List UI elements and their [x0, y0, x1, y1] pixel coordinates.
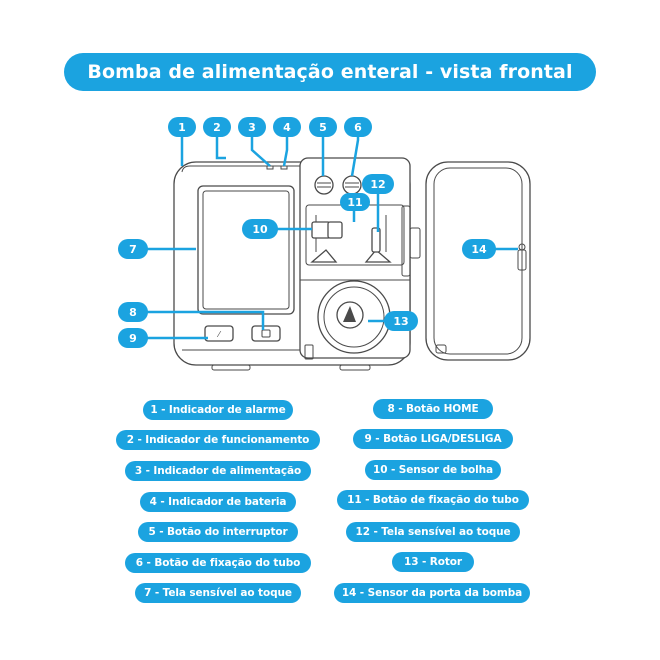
callout-5: 5	[309, 117, 337, 137]
callout-8: 8	[118, 302, 148, 322]
door-sensor	[518, 243, 526, 251]
callout-3: 3	[238, 117, 266, 137]
callout-4: 4	[273, 117, 301, 137]
pump-device-illustration: ⁄	[173, 157, 531, 371]
callout-2: 2	[203, 117, 231, 137]
svg-text:10: 10	[252, 223, 268, 236]
legend-item-1: 1 - Indicador de alarme	[143, 400, 293, 420]
legend-item-9: 9 - Botão LIGA/DESLIGA	[353, 429, 513, 449]
switch-knob	[314, 175, 334, 195]
svg-text:5: 5	[319, 121, 327, 134]
diagram-title: Bomba de alimentação enteral - vista fro…	[64, 53, 596, 91]
pump-diagram: ⁄	[118, 117, 531, 371]
callout-11: 11	[340, 193, 370, 211]
tube-lock-knob	[342, 175, 362, 195]
svg-text:⁄: ⁄	[216, 330, 221, 339]
bubble-sensor	[311, 221, 331, 239]
legend-item-5: 5 - Botão do interruptor	[138, 522, 298, 542]
legend-item-11: 11 - Botão de fixação do tubo	[337, 490, 529, 510]
power-button	[204, 325, 234, 342]
home-button	[251, 325, 281, 342]
legend-item-6: 6 - Botão de fixação do tubo	[125, 553, 311, 573]
svg-text:9: 9	[129, 332, 137, 345]
legend-item-3: 3 - Indicador de alimentação	[125, 461, 311, 481]
callout-14: 14	[462, 239, 496, 259]
legend-item-2: 2 - Indicador de funcionamento	[116, 430, 320, 450]
svg-text:11: 11	[347, 196, 362, 209]
svg-text:3: 3	[248, 121, 256, 134]
legend-item-14: 14 - Sensor da porta da bomba	[334, 583, 530, 603]
callout-12: 12	[362, 174, 394, 194]
svg-text:8: 8	[129, 306, 137, 319]
callout-7: 7	[118, 239, 148, 259]
legend-item-4: 4 - Indicador de bateria	[140, 492, 296, 512]
callout-9: 9	[118, 328, 148, 348]
callout-6: 6	[344, 117, 372, 137]
svg-text:13: 13	[393, 315, 408, 328]
legend-item-10: 10 - Sensor de bolha	[365, 460, 501, 480]
svg-text:6: 6	[354, 121, 362, 134]
svg-text:12: 12	[370, 178, 385, 191]
callout-1: 1	[168, 117, 196, 137]
touchscreen	[197, 185, 295, 315]
leader-lines	[146, 134, 518, 340]
svg-text:14: 14	[471, 243, 487, 256]
svg-text:4: 4	[283, 121, 291, 134]
legend-item-7: 7 - Tela sensível ao toque	[135, 583, 301, 603]
legend-item-12: 12 - Tela sensível ao toque	[346, 522, 520, 542]
svg-text:7: 7	[129, 243, 137, 256]
legend-item-8: 8 - Botão HOME	[373, 399, 493, 419]
callout-13: 13	[384, 311, 418, 331]
svg-text:1: 1	[178, 121, 186, 134]
pump-door	[425, 161, 531, 361]
svg-text:2: 2	[213, 121, 221, 134]
callout-10: 10	[242, 219, 278, 239]
legend-item-13: 13 - Rotor	[392, 552, 474, 572]
